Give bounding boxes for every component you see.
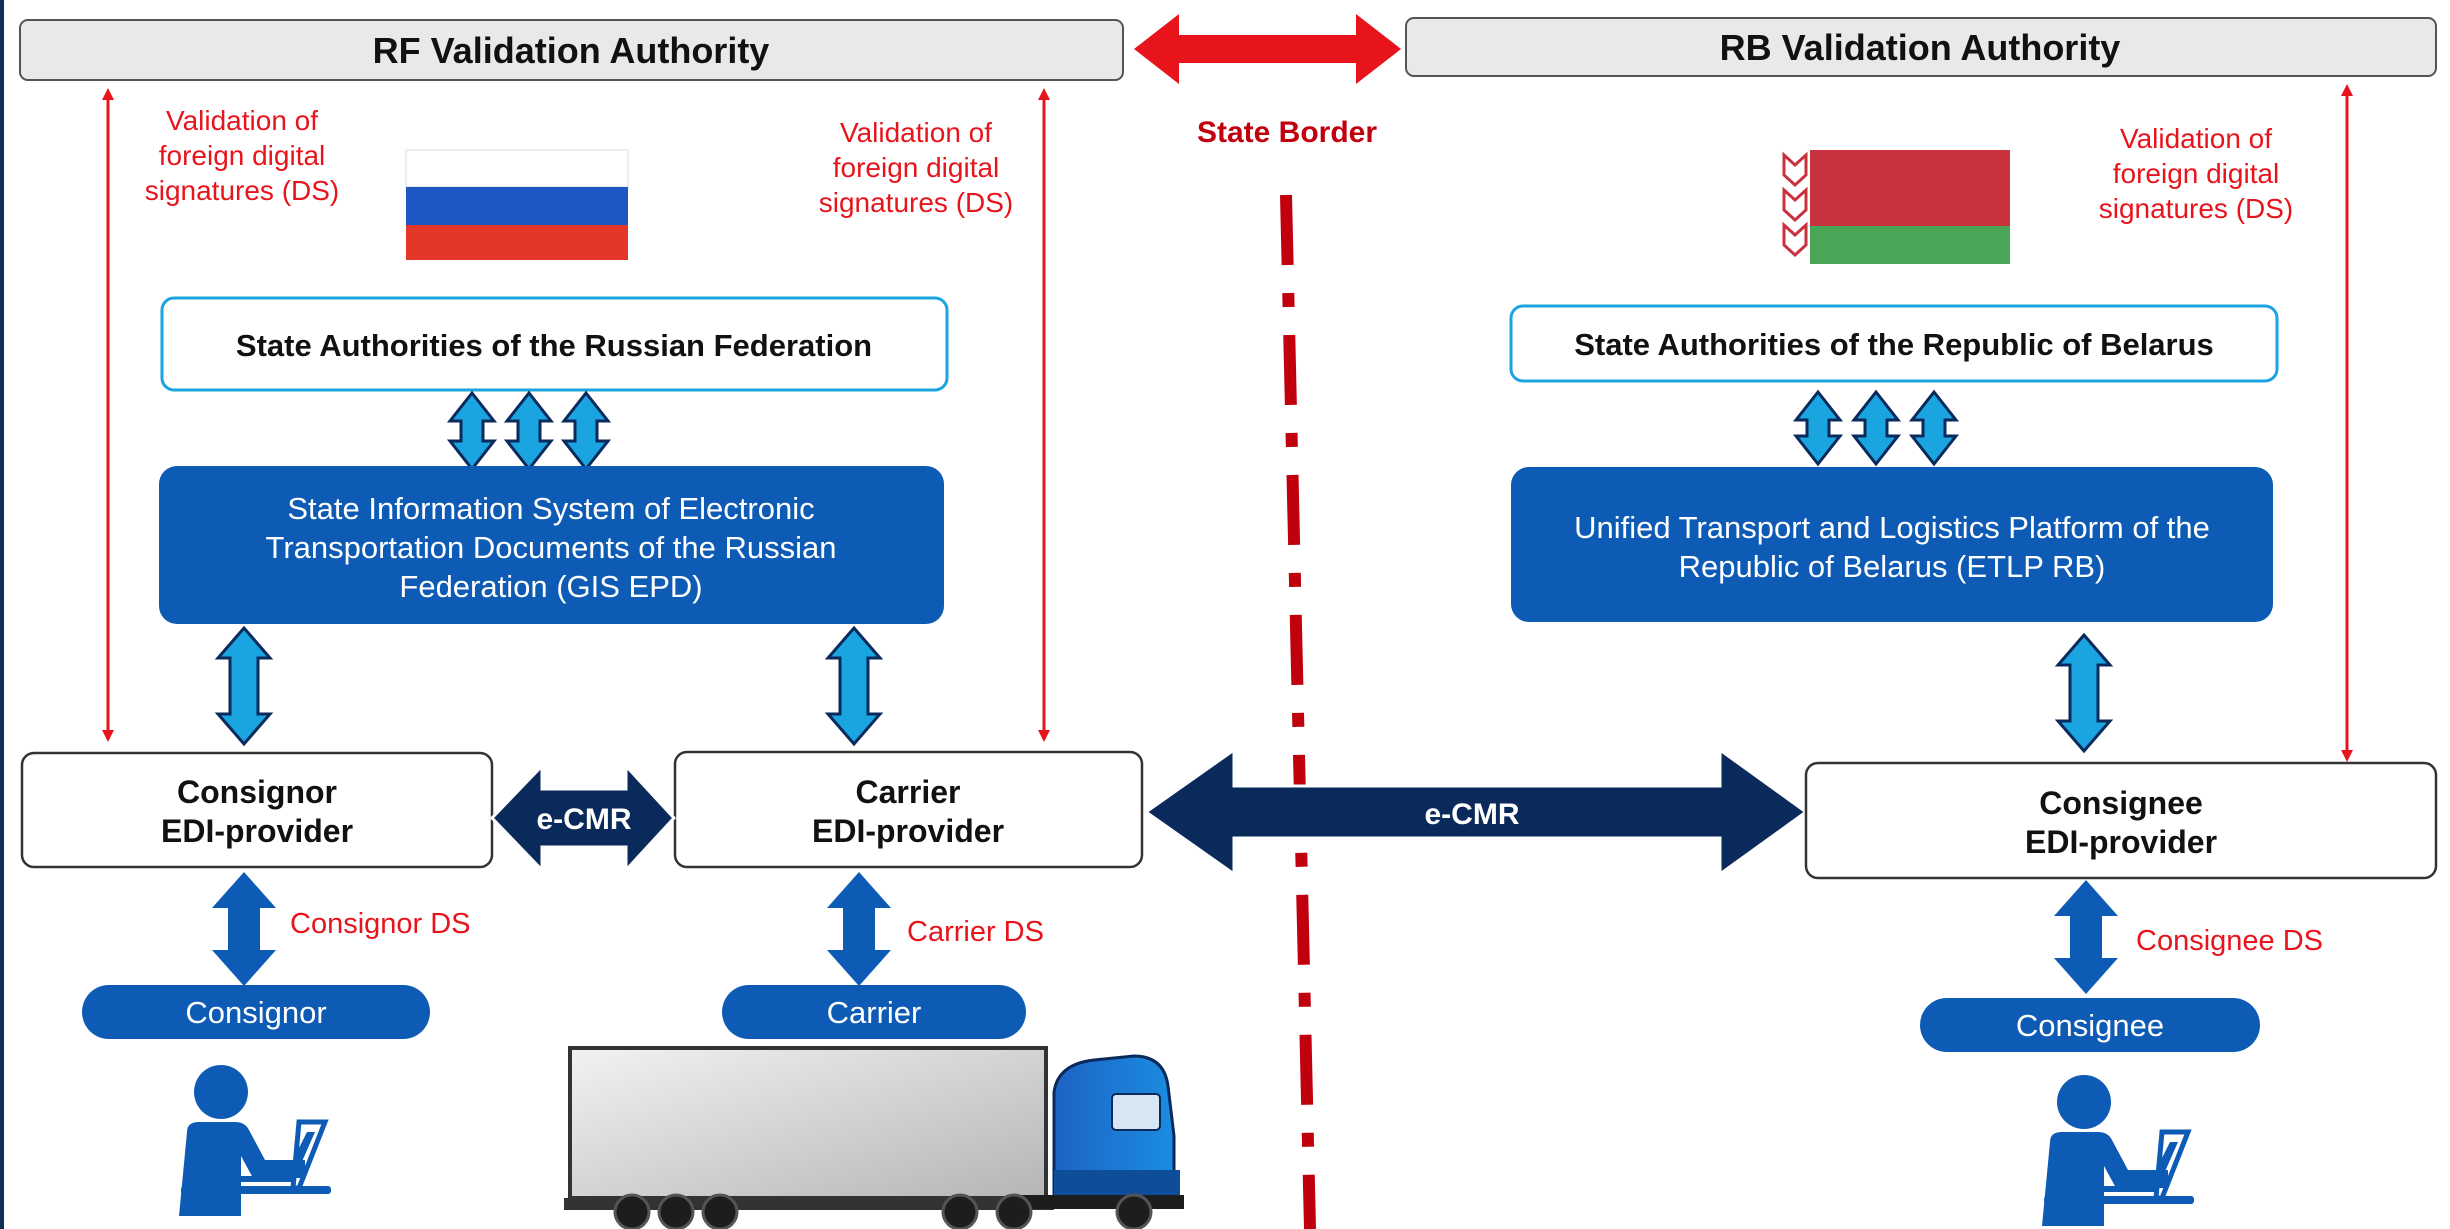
ecmr-small-arrow: e-CMR [489, 762, 677, 874]
ecmr-large-arrow: e-CMR [1143, 747, 1809, 877]
rf-left-validation-note: Validation of foreign digital signatures… [145, 105, 340, 206]
svg-text:Transportation Documents of th: Transportation Documents of the Russian [266, 530, 837, 565]
ds-arrows [212, 872, 2118, 994]
etlp-rb-platform-box: Unified Transport and Logistics Platform… [1511, 467, 2273, 622]
svg-text:Consignee: Consignee [2016, 1008, 2164, 1043]
svg-text:Validation of: Validation of [840, 117, 992, 148]
svg-text:EDI-provider: EDI-provider [812, 813, 1004, 849]
svg-text:Consignor: Consignor [177, 774, 337, 810]
svg-text:Carrier: Carrier [856, 774, 961, 810]
rb-state-authorities-box: State Authorities of the Republic of Bel… [1509, 304, 2279, 383]
svg-text:Unified Transport and Logistic: Unified Transport and Logistics Platform… [1574, 510, 2210, 545]
svg-text:e-CMR: e-CMR [537, 803, 632, 836]
svg-text:Republic of Belarus (ETLP RB): Republic of Belarus (ETLP RB) [1679, 549, 2106, 584]
gis-to-providers-arrows [214, 625, 884, 747]
rf-right-validation-note: Validation of foreign digital signatures… [819, 117, 1014, 218]
svg-text:foreign digital: foreign digital [159, 140, 326, 171]
rb-authority-platform-arrows [1792, 389, 1960, 467]
rf-state-authorities-box: State Authorities of the Russian Federat… [160, 296, 949, 392]
person-laptop-icon [2042, 1075, 2194, 1226]
svg-text:EDI-provider: EDI-provider [161, 813, 353, 849]
rf-authority-system-arrows [446, 390, 612, 472]
svg-text:signatures (DS): signatures (DS) [145, 175, 340, 206]
svg-text:State Authorities of the Repub: State Authorities of the Republic of Bel… [1574, 327, 2214, 362]
authority-link-arrow [1134, 14, 1401, 84]
russian-flag-icon [405, 149, 629, 260]
etlp-to-consignee-arrow [2054, 632, 2114, 754]
svg-text:signatures (DS): signatures (DS) [2099, 193, 2294, 224]
rb-validation-note: Validation of foreign digital signatures… [2099, 123, 2294, 224]
rf-authority-label: RF Validation Authority [373, 30, 770, 71]
svg-text:Validation of: Validation of [2120, 123, 2272, 154]
rb-validation-authority: RB Validation Authority [1405, 17, 2437, 77]
svg-text:foreign digital: foreign digital [833, 152, 1000, 183]
svg-text:EDI-provider: EDI-provider [2025, 824, 2217, 860]
consignee-edi-provider-box: Consignee EDI-provider [1804, 761, 2438, 880]
truck-icon [564, 1046, 1184, 1229]
svg-text:Validation of: Validation of [166, 105, 318, 136]
consignee-pill: Consignee [1920, 998, 2260, 1052]
consignor-ds-label: Consignor DS [290, 908, 471, 940]
svg-text:State Authorities of the Russi: State Authorities of the Russian Federat… [236, 328, 872, 363]
state-border-line [1280, 194, 1316, 1229]
gis-epd-system-box: State Information System of Electronic T… [159, 466, 944, 624]
rf-validation-authority: RF Validation Authority [19, 19, 1124, 81]
svg-text:Consignor: Consignor [185, 995, 326, 1030]
svg-text:e-CMR: e-CMR [1425, 798, 1520, 831]
carrier-edi-provider-box: Carrier EDI-provider [673, 750, 1144, 869]
svg-text:State Information System of El: State Information System of Electronic [287, 491, 814, 526]
carrier-ds-label: Carrier DS [907, 916, 1044, 948]
consignor-edi-provider-box: Consignor EDI-provider [20, 751, 494, 869]
state-border-label: State Border [1197, 116, 1377, 149]
svg-text:signatures (DS): signatures (DS) [819, 187, 1014, 218]
person-laptop-icon [179, 1065, 331, 1216]
belarus-flag-icon [1780, 150, 2010, 264]
consignor-pill: Consignor [82, 985, 430, 1039]
rb-authority-label: RB Validation Authority [1720, 27, 2121, 68]
svg-text:Carrier: Carrier [827, 995, 922, 1030]
svg-text:foreign digital: foreign digital [2113, 158, 2280, 189]
carrier-pill: Carrier [722, 985, 1026, 1039]
diagram-canvas: RF Validation Authority RB Validation Au… [4, 0, 2450, 1229]
svg-text:Consignee: Consignee [2039, 785, 2203, 821]
consignee-ds-label: Consignee DS [2136, 925, 2323, 957]
svg-text:Federation (GIS EPD): Federation (GIS EPD) [399, 569, 702, 604]
